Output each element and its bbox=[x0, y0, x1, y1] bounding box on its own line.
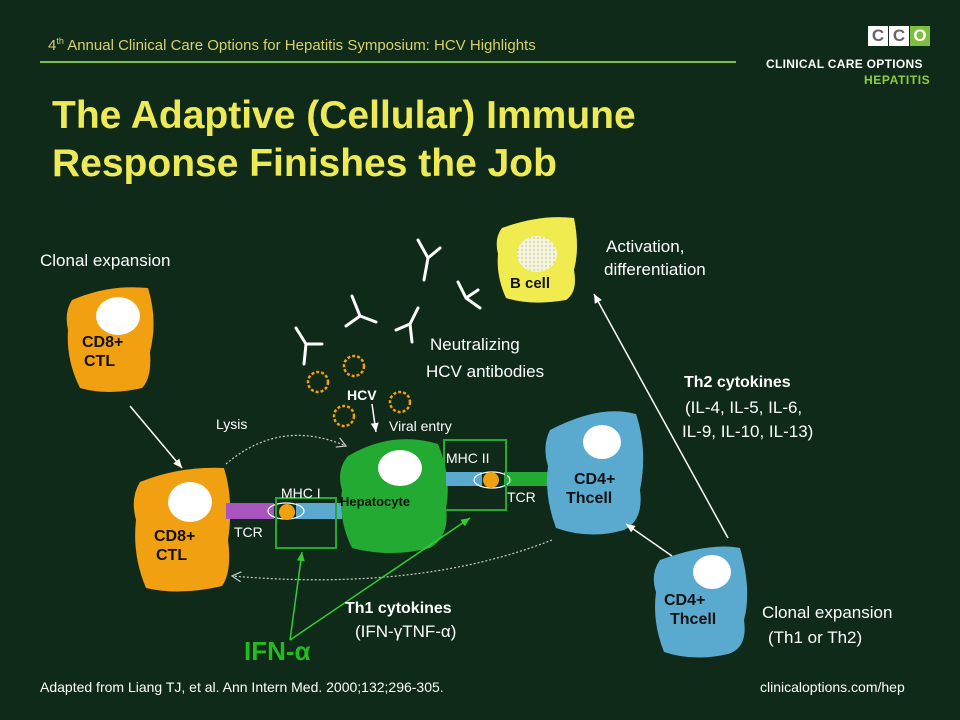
mhc1-label: MHC I bbox=[281, 485, 321, 501]
clonal-expansion-left-label: Clonal expansion bbox=[40, 251, 171, 270]
antibody-5 bbox=[294, 326, 324, 366]
header-title: 4th Annual Clinical Care Options for Hep… bbox=[48, 36, 536, 54]
hcv-virus-4 bbox=[332, 404, 356, 428]
ifn-alpha-label: IFN-α bbox=[244, 636, 311, 666]
lysis-label: Lysis bbox=[216, 416, 248, 432]
tcr-right-label: TCR bbox=[507, 489, 536, 505]
slide-title: The Adaptive (Cellular) Immune Response … bbox=[52, 92, 636, 188]
title-line-1: The Adaptive (Cellular) Immune bbox=[52, 94, 636, 137]
citation: Adapted from Liang TJ, et al. Ann Intern… bbox=[40, 679, 444, 695]
hcv-virus-2 bbox=[306, 370, 330, 394]
antibody-1 bbox=[416, 238, 442, 282]
viral-entry-label: Viral entry bbox=[389, 418, 452, 434]
antigen-dot-right bbox=[483, 472, 499, 488]
clonal-expansion-right-label: Clonal expansion (Th1 or Th2) bbox=[762, 603, 893, 647]
cd4-nucleus-lower bbox=[693, 555, 731, 589]
logo-letter-c2: C bbox=[892, 26, 906, 45]
logo-letter-o: O bbox=[913, 26, 927, 45]
hepatocyte-nucleus bbox=[378, 450, 422, 486]
cd4-upper-label: CD4+ Thcell bbox=[566, 471, 616, 507]
cd8-nucleus-bottom bbox=[168, 482, 212, 522]
antibody-2 bbox=[456, 280, 482, 310]
mhc2-label: MHC II bbox=[446, 450, 490, 466]
cd4-nucleus-upper bbox=[583, 425, 621, 459]
footer-url[interactable]: clinicaloptions.com/hep bbox=[760, 679, 905, 695]
th1-cytokines-label: Th1 cytokines (IFN-γTNF-α) bbox=[345, 600, 457, 641]
cd8-top-label: CD8+ CTL bbox=[82, 334, 124, 370]
logo-line-1: CLINICAL CARE OPTIONS bbox=[766, 57, 923, 71]
antibody-4 bbox=[394, 306, 420, 344]
hepatocyte-label: Hepatocyte bbox=[340, 494, 411, 509]
antigen-dot-left bbox=[279, 504, 295, 520]
cd8-nucleus-top bbox=[96, 297, 140, 335]
tcr-left-label: TCR bbox=[234, 524, 263, 540]
hcv-label: HCV bbox=[347, 387, 377, 403]
title-line-2: Response Finishes the Job bbox=[52, 142, 557, 185]
hcv-virus-3 bbox=[388, 390, 412, 414]
b-cell-label: B cell bbox=[510, 275, 551, 292]
mhc1-box bbox=[275, 497, 337, 549]
mhc2-box bbox=[443, 439, 507, 511]
header-divider bbox=[40, 61, 736, 63]
logo-line-2: HEPATITIS bbox=[864, 73, 931, 87]
activation-label: Activation, differentiation bbox=[604, 237, 706, 279]
antibody-3 bbox=[344, 294, 378, 328]
hcv-virus-1 bbox=[342, 354, 366, 378]
logo-letter-c1: C bbox=[871, 26, 885, 45]
th2-cytokines-label: Th2 cytokines (IL-4, IL-5, IL-6, IL-9, I… bbox=[682, 374, 814, 441]
neutralizing-label: Neutralizing HCV antibodies bbox=[426, 335, 545, 381]
b-cell-nucleus bbox=[517, 236, 557, 272]
cco-logo: C C O bbox=[868, 26, 930, 46]
cd8-bottom-label: CD8+ CTL bbox=[154, 528, 196, 564]
cd4-lower-label: CD4+ Thcell bbox=[664, 592, 717, 628]
